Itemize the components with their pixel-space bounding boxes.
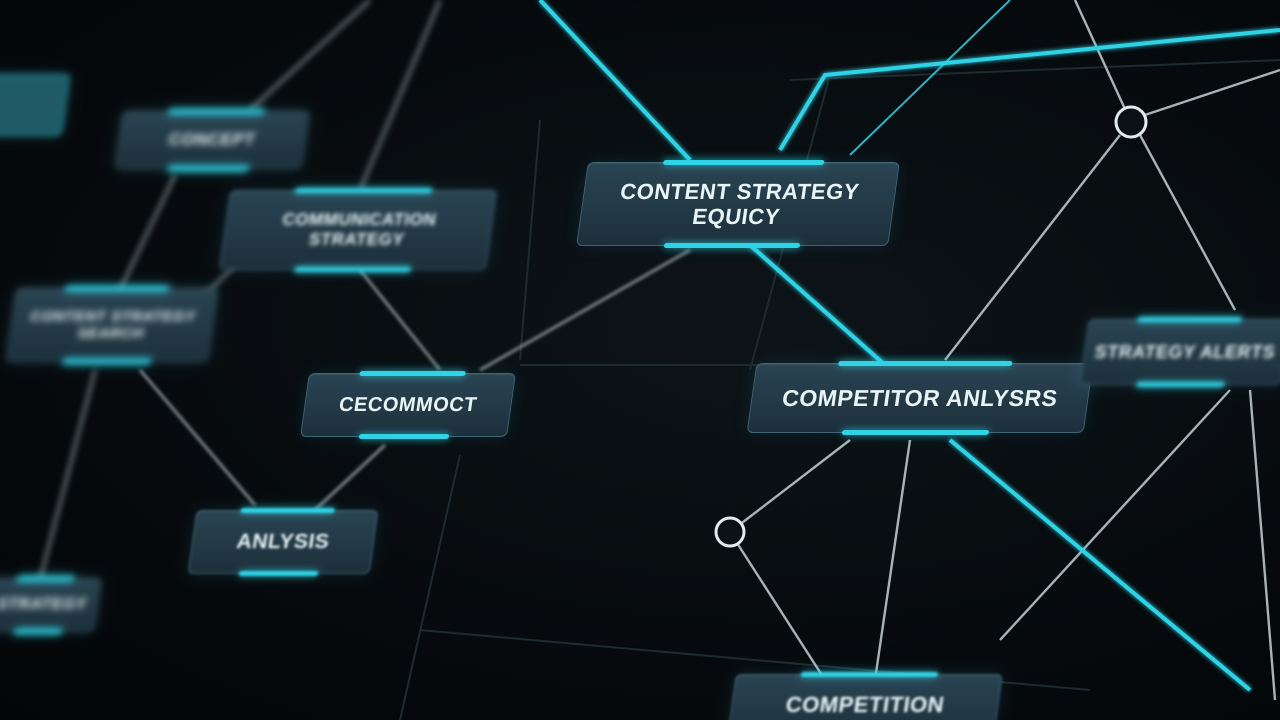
grey-connections-sharp: [728, 0, 1280, 701]
node-label: EQUICY: [690, 204, 782, 229]
node-accent-bar: [293, 267, 412, 272]
node-label: CONTENT STRATEGY: [29, 307, 198, 325]
node-competitor-analysis[interactable]: COMPETITOR ANLYSRS: [746, 361, 1094, 435]
node-accent-bar: [294, 188, 433, 193]
cyan-thin-connections: [849, 0, 1011, 156]
node-accent-bar: [238, 571, 319, 576]
node-offscreen-top-left: [0, 74, 71, 136]
node-label: COMPETITION: [784, 692, 946, 718]
node-accent-bar: [841, 430, 990, 435]
node-label: SEARCH: [76, 325, 146, 342]
node-concept[interactable]: CONCEPT: [114, 109, 310, 171]
cyan-connections: [538, 0, 1280, 692]
node-label: CONTENT STRATEGY: [618, 178, 861, 204]
grey-connections: [139, 248, 691, 511]
node-label: COMPETITOR ANLYSRS: [780, 384, 1060, 411]
node-label: STRATEGY: [0, 595, 89, 613]
node-strategy-bottom-left[interactable]: STRATEGY: [0, 576, 102, 634]
node-label: CONCEPT: [167, 130, 257, 150]
node-content-strategy[interactable]: CONTENT STRATEGY EQUICY: [576, 160, 900, 248]
node-accent-bar: [62, 359, 152, 364]
node-label: CECOMMOCT: [337, 393, 479, 416]
node-label: ANLYSIS: [235, 529, 331, 553]
node-accent-bar: [1136, 382, 1225, 387]
node-accent-bar: [166, 166, 250, 171]
junction-node-circle: [714, 516, 746, 548]
node-communication-strategy[interactable]: COMMUNICATION STRATEGY: [218, 188, 498, 272]
node-accent-bar: [358, 434, 450, 439]
node-accent-bar: [13, 629, 63, 634]
node-label: STRATEGY ALERTS: [1093, 341, 1277, 362]
node-accent-bar: [358, 371, 467, 376]
node-accent-bar: [16, 576, 75, 581]
node-accent-bar: [800, 672, 939, 677]
node-strategy-alerts[interactable]: STRATEGY ALERTS: [1079, 317, 1280, 387]
node-label: STRATEGY: [307, 230, 406, 249]
node-cecommoct[interactable]: CECOMMOCT: [300, 371, 516, 439]
node-accent-bar: [240, 508, 335, 513]
node-accent-bar: [64, 286, 170, 291]
node-accent-bar: [662, 160, 825, 165]
node-accent-bar: [1137, 317, 1242, 322]
node-content-strategy-search[interactable]: CONTENT STRATEGY SEARCH: [5, 286, 219, 364]
node-competition-bottom[interactable]: COMPETITION: [727, 672, 1003, 720]
node-analysis[interactable]: ANLYSIS: [187, 508, 379, 576]
node-accent-bar: [663, 243, 801, 248]
node-label: COMMUNICATION: [281, 210, 438, 230]
node-accent-bar: [837, 361, 1013, 366]
junction-node-circle: [1114, 105, 1148, 139]
node-accent-bar: [167, 109, 265, 114]
